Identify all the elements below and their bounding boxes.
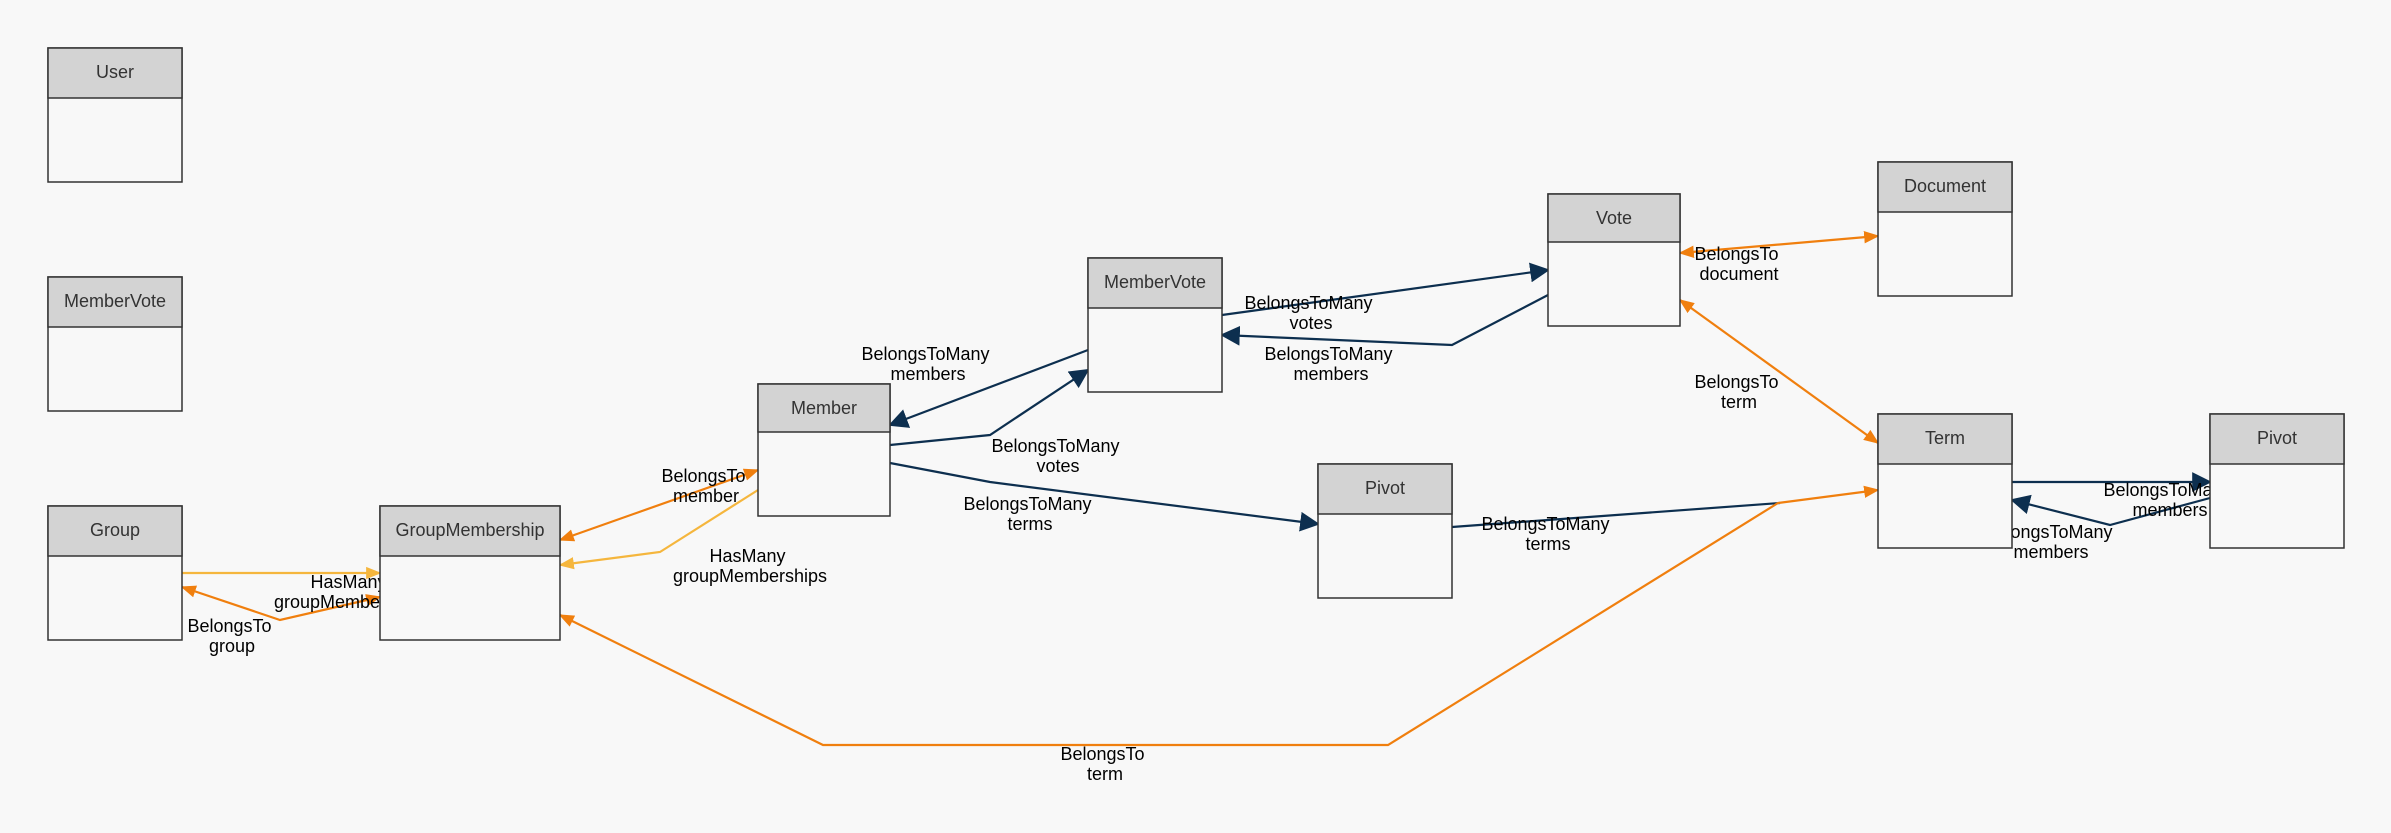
edges xyxy=(180,231,2212,747)
node-title: MemberVote xyxy=(64,291,166,311)
edge-membervote-vote-votes xyxy=(1221,262,1550,317)
node-member-vote[interactable]: MemberVote xyxy=(1087,257,1223,393)
node-term[interactable]: Term xyxy=(1877,413,2013,549)
node-title: Member xyxy=(791,398,857,418)
edge-groupmembership-group xyxy=(180,585,382,622)
edge-vote-term xyxy=(1678,299,1880,444)
edge-label-member-groupmembership: HasMany groupMemberships xyxy=(673,546,827,586)
node-member[interactable]: Member xyxy=(757,383,891,517)
edge-label-groupmembership-term: BelongsTo term xyxy=(1060,744,1149,784)
edge-label-pivot-term-members: BelongsToMany members xyxy=(1984,522,2117,562)
node-title: Pivot xyxy=(1365,478,1405,498)
edge-label-vote-membervote-members: BelongsToMany members xyxy=(1264,344,1397,384)
node-title: User xyxy=(96,62,134,82)
edge-label-term-pivot-members: BelongsToMany members xyxy=(2103,480,2236,520)
edge-label-groupmembership-member: BelongsTo member xyxy=(661,466,750,506)
edge-vote-document xyxy=(1678,231,1880,258)
edge-groupmembership-term xyxy=(558,485,1880,747)
node-group[interactable]: Group xyxy=(47,505,183,641)
edge-member-membervote-votes xyxy=(889,368,1090,447)
edge-labels: BelongsToMany votes BelongsToMany member… xyxy=(187,244,2236,784)
node-member-vote-standalone[interactable]: MemberVote xyxy=(47,276,183,412)
node-document[interactable]: Document xyxy=(1877,161,2013,297)
edge-member-pivot-terms xyxy=(889,461,1320,532)
edge-label-groupmembership-group: BelongsTo group xyxy=(187,616,276,656)
edge-label-membervote-vote-votes: BelongsToMany votes xyxy=(1244,293,1377,333)
node-title: Vote xyxy=(1596,208,1632,228)
edge-label-pivot-term-terms: BelongsToMany terms xyxy=(1481,514,1614,554)
node-pivot-right[interactable]: Pivot xyxy=(2209,413,2345,549)
edge-vote-membervote-members xyxy=(1220,294,1549,347)
edge-pivot-term-members xyxy=(2010,494,2211,527)
edge-label-membervote-member-members: BelongsToMany members xyxy=(861,344,994,384)
edge-label-member-membervote-votes: BelongsToMany votes xyxy=(991,436,1124,476)
node-title: Pivot xyxy=(2257,428,2297,448)
node-title: Group xyxy=(90,520,140,540)
edge-label-vote-document: BelongsTo document xyxy=(1694,244,1783,284)
node-title: Term xyxy=(1925,428,1965,448)
node-title: GroupMembership xyxy=(395,520,544,540)
edge-label-member-pivot-terms: BelongsToMany terms xyxy=(963,494,1096,534)
edge-membervote-member-members xyxy=(888,348,1089,428)
node-group-membership[interactable]: GroupMembership xyxy=(379,505,561,641)
node-vote[interactable]: Vote xyxy=(1547,193,1681,327)
edge-label-vote-term: BelongsTo term xyxy=(1694,372,1783,412)
node-title: MemberVote xyxy=(1104,272,1206,292)
nodes: User MemberVote Group GroupMembership Me… xyxy=(47,47,2345,641)
node-pivot-middle[interactable]: Pivot xyxy=(1317,463,1453,599)
node-user[interactable]: User xyxy=(47,47,183,183)
node-title: Document xyxy=(1904,176,1986,196)
